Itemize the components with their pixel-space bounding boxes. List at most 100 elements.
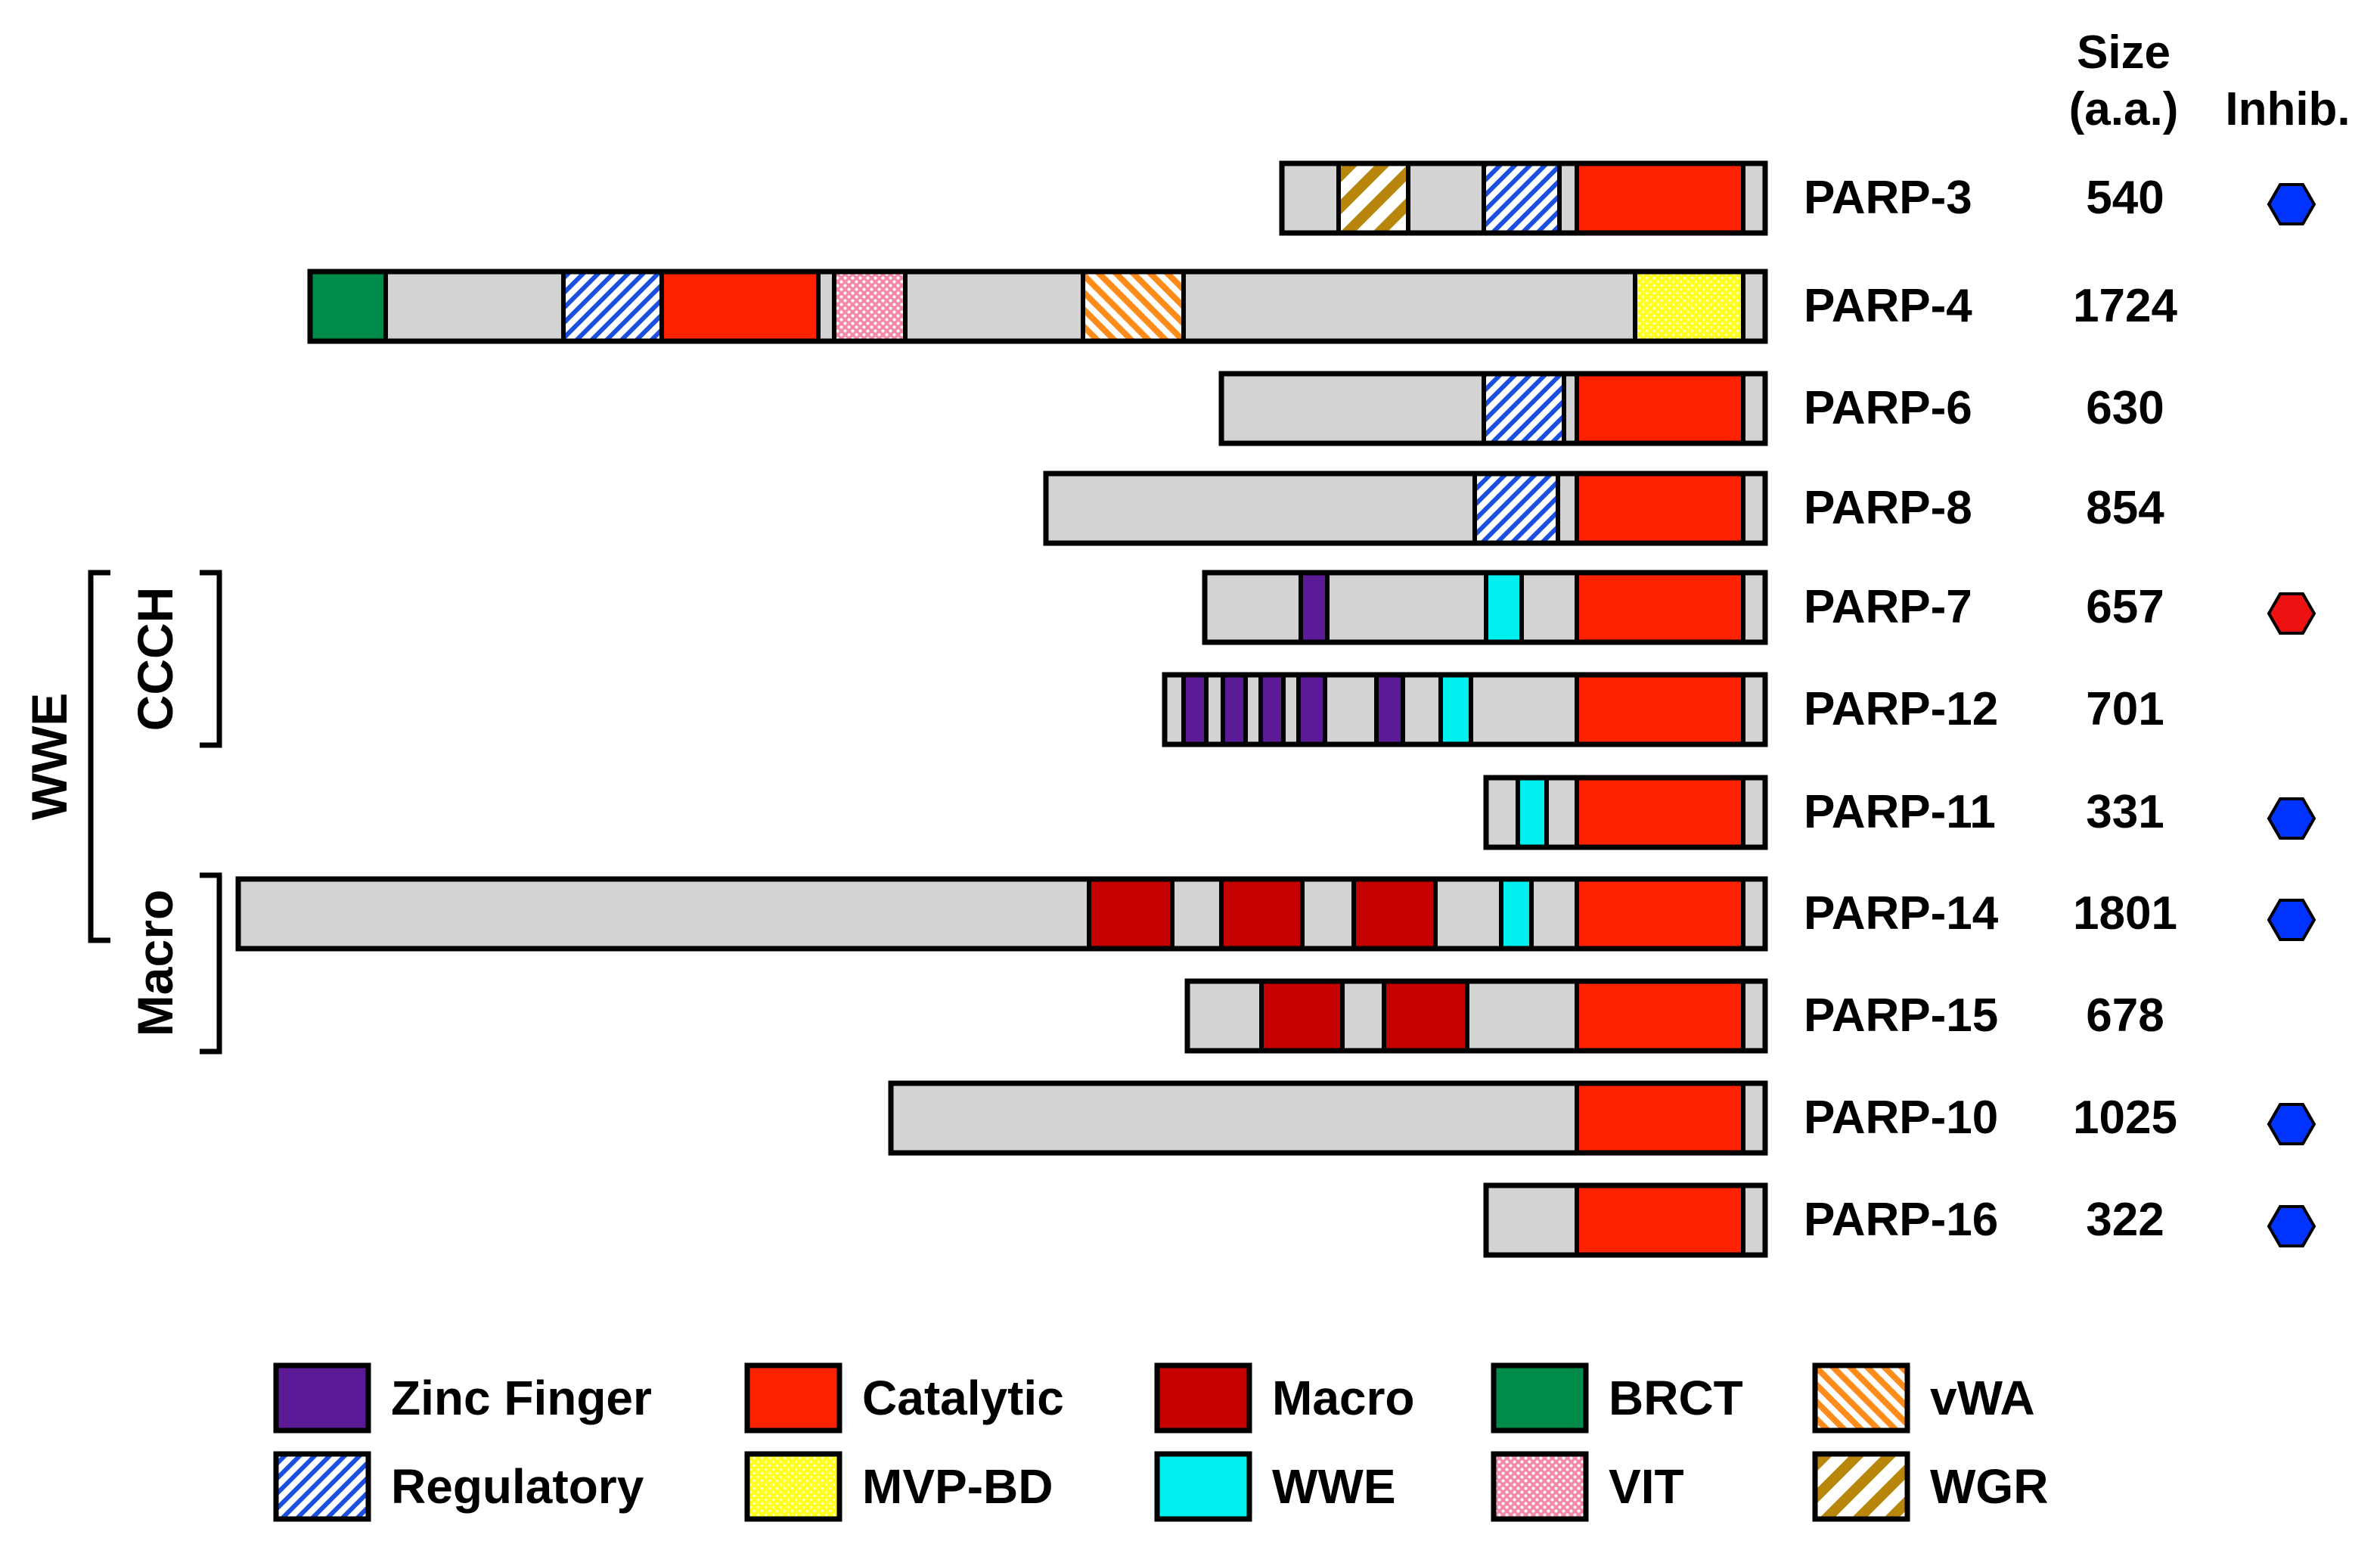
macro-domain — [1382, 979, 1469, 1053]
protein-size: 331 — [2086, 786, 2164, 838]
regulatory-swatch — [273, 1451, 371, 1522]
protein-outline — [1162, 672, 1768, 747]
macro-domain — [1087, 877, 1174, 951]
regulatory-domain — [1472, 471, 1560, 545]
legend-label: BRCT — [1609, 1371, 1743, 1425]
legend-item: vWA — [1812, 1362, 2035, 1434]
mvp-bd-domain — [1633, 269, 1745, 343]
legend-label: Macro — [1272, 1371, 1415, 1425]
catalytic-domain — [1575, 673, 1745, 747]
protein-size: 854 — [2086, 482, 2164, 534]
wwe-swatch — [1154, 1451, 1252, 1522]
regulatory-domain — [1482, 161, 1562, 235]
macro-domain — [1219, 877, 1305, 951]
catalytic-domain — [1575, 877, 1745, 951]
protein-name: PARP-10 — [1804, 1092, 1998, 1144]
protein-size: 322 — [2086, 1194, 2164, 1246]
protein-name: PARP-3 — [1804, 172, 1972, 224]
legend-label: vWA — [1930, 1371, 2035, 1425]
inhibitor-hexagon-icon — [2267, 899, 2316, 941]
protein-outline — [1202, 570, 1768, 645]
wgr-swatch — [1812, 1451, 1910, 1522]
protein-size: 657 — [2086, 581, 2164, 633]
wwe-domain — [1438, 673, 1473, 747]
protein-size: 630 — [2086, 382, 2164, 434]
legend-label: Catalytic — [862, 1371, 1064, 1425]
zinc-finger-domain — [1181, 673, 1209, 747]
zinc-finger-domain — [1221, 673, 1248, 747]
catalytic-domain — [1575, 979, 1745, 1053]
wwe-domain — [1484, 570, 1524, 645]
protein-name: PARP-14 — [1804, 887, 1999, 940]
protein-size: 1801 — [2073, 887, 2177, 940]
inhibitor-hexagon-icon — [2267, 592, 2316, 635]
protein-row: PARP-6 630 — [1218, 371, 2164, 446]
legend-item: WGR — [1812, 1451, 2048, 1522]
regulatory-domain — [1482, 371, 1566, 446]
inhibitor-hexagon-icon — [2267, 183, 2316, 225]
legend-label: MVP-BD — [862, 1459, 1053, 1514]
protein-size: 678 — [2086, 989, 2164, 1042]
legend-label: WWE — [1272, 1459, 1396, 1514]
brct-swatch — [1491, 1362, 1589, 1434]
catalytic-swatch — [744, 1362, 842, 1434]
macro-group-label: Macro — [127, 890, 183, 1036]
zinc-finger-domain — [1299, 570, 1330, 645]
protein-outline — [1483, 1182, 1768, 1258]
protein-name: PARP-12 — [1804, 683, 1998, 735]
inhibitor-hexagon-icon — [2267, 797, 2316, 840]
protein-backbone — [238, 879, 1765, 949]
catalytic-domain — [1575, 570, 1745, 645]
legend-item: Regulatory — [273, 1451, 644, 1522]
protein-outline — [1279, 160, 1768, 236]
protein-size: 1724 — [2073, 280, 2177, 332]
protein-outline — [1218, 371, 1768, 446]
protein-name: PARP-11 — [1804, 786, 1996, 838]
vwa-swatch — [1812, 1362, 1910, 1434]
protein-size: 1025 — [2073, 1092, 2177, 1144]
legend-item: WWE — [1154, 1451, 1396, 1522]
macro-bracket — [200, 872, 222, 1055]
wwe-group-label: WWE — [21, 693, 77, 821]
macro-domain — [1351, 877, 1438, 951]
legend-label: VIT — [1609, 1459, 1684, 1514]
ccch-group-label: CCCH — [127, 587, 183, 732]
catalytic-domain — [1575, 1183, 1745, 1257]
protein-outline — [1184, 978, 1768, 1054]
catalytic-domain — [1575, 161, 1745, 235]
inhib-header: Inhib. — [2225, 83, 2350, 135]
legend-label: WGR — [1930, 1459, 2048, 1514]
legend-item: BRCT — [1491, 1362, 1743, 1434]
size-header-line2: (a.a.) — [2069, 83, 2179, 135]
protein-outline — [888, 1080, 1768, 1156]
legend-label: Zinc Finger — [391, 1371, 652, 1425]
mvp-bd-swatch — [744, 1451, 842, 1522]
wwe-domain — [1499, 877, 1534, 951]
protein-backbone — [310, 272, 1765, 341]
protein-outline — [1483, 775, 1768, 850]
zinc-finger-domain — [1258, 673, 1286, 747]
protein-row: PARP-3 540 — [1279, 160, 2316, 236]
wwe-domain — [1516, 775, 1549, 850]
protein-name: PARP-15 — [1804, 989, 1998, 1042]
protein-name: PARP-6 — [1804, 382, 1972, 434]
legend-label: Regulatory — [391, 1459, 644, 1514]
zinc-finger-domain — [1374, 673, 1405, 747]
inhibitor-hexagon-icon — [2267, 1103, 2316, 1145]
zinc-finger-domain — [1296, 673, 1327, 747]
inhibitor-hexagon-icon — [2267, 1205, 2316, 1247]
vwa-domain — [1081, 269, 1186, 343]
legend-item: VIT — [1491, 1451, 1684, 1522]
catalytic-domain — [659, 269, 821, 343]
protein-size: 540 — [2086, 172, 2164, 224]
macro-domain — [1259, 979, 1345, 1053]
group-brackets — [88, 570, 222, 1055]
legend-item: Catalytic — [744, 1362, 1064, 1434]
protein-name: PARP-16 — [1804, 1194, 1998, 1246]
protein-row: PARP-14 1801 — [235, 876, 2316, 952]
